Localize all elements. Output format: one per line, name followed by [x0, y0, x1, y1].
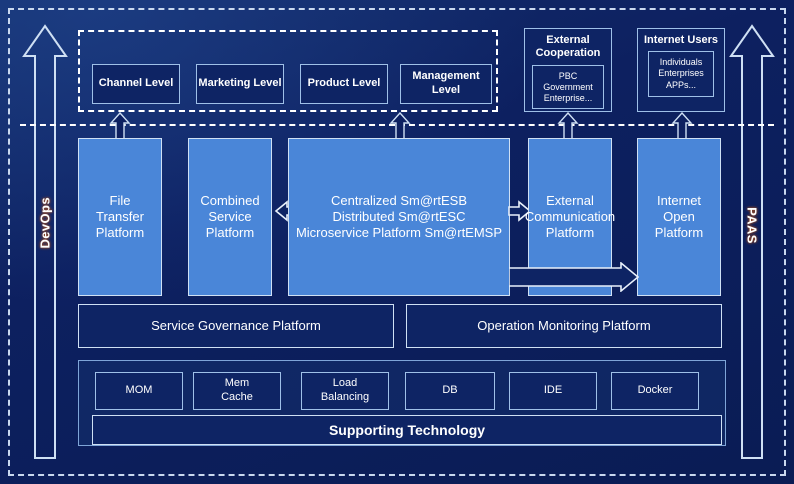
- external-cooperation-title: External Cooperation: [535, 34, 601, 60]
- right-arrow-icon: [508, 199, 532, 228]
- devops-arrow-icon: [22, 22, 68, 462]
- platform-label-line: Centralized Sm@rtESB: [330, 192, 468, 208]
- level-label: Management Level: [412, 70, 480, 96]
- tech-box-ide[interactable]: IDE: [509, 372, 597, 410]
- tech-label-line: Cache: [221, 391, 253, 403]
- tech-label: DB: [442, 384, 458, 397]
- platform-label-line: Platform: [545, 225, 595, 241]
- platform-label-line: Platform: [654, 225, 704, 241]
- platform-internet-open[interactable]: Internet Open Platform: [637, 138, 721, 296]
- platform-label-line: Microservice Platform Sm@rtEMSP: [295, 225, 503, 241]
- panel-label: Operation Monitoring Platform: [477, 317, 651, 333]
- platform-label-line: Platform: [95, 225, 145, 241]
- tech-label-line: Mem: [224, 377, 250, 390]
- panel-operation-monitoring[interactable]: Operation Monitoring Platform: [406, 304, 722, 348]
- external-cooperation-inner: PBC Government Enterprise...: [532, 65, 604, 110]
- tech-box-mem-cache[interactable]: Mem Cache: [193, 372, 281, 410]
- tech-label: Docker: [637, 384, 673, 397]
- platform-label-line: Open: [663, 208, 695, 224]
- paas-arrow-icon: [729, 22, 775, 462]
- outer-dashed-frame: [8, 8, 786, 476]
- long-right-arrow-icon: [508, 261, 640, 297]
- panel-label: Service Governance Platform: [151, 317, 321, 333]
- tech-label-line: Balancing: [320, 391, 370, 403]
- paas-label: PAAS: [744, 207, 760, 244]
- platform-label-line: Distributed Sm@rtESC: [332, 208, 466, 224]
- platform-label-line: External: [546, 192, 594, 208]
- devops-label: DevOps: [37, 196, 53, 249]
- level-box-management[interactable]: Management Level: [400, 64, 492, 104]
- tech-label: MOM: [125, 384, 153, 397]
- platform-label-line: Combined: [200, 192, 260, 208]
- internet-users-title: Internet Users: [644, 34, 718, 46]
- level-label: Product Level: [307, 77, 381, 90]
- level-box-product[interactable]: Product Level: [300, 64, 388, 104]
- level-label: Channel Level: [98, 77, 174, 90]
- external-cooperation-group[interactable]: External Cooperation PBC Government Ente…: [524, 28, 612, 112]
- platform-label-line: Communication: [524, 208, 616, 224]
- platform-label-line: Service: [208, 208, 252, 224]
- level-label: Marketing Level: [198, 77, 282, 90]
- tech-label: IDE: [543, 384, 563, 397]
- internet-users-group[interactable]: Internet Users Individuals Enterprises A…: [637, 28, 725, 112]
- level-box-marketing[interactable]: Marketing Level: [196, 64, 284, 104]
- internet-users-inner: Individuals Enterprises APPs...: [648, 51, 714, 98]
- platform-label-line: Platform: [205, 225, 255, 241]
- platform-label-line: Internet: [656, 192, 702, 208]
- tech-label-line: Load: [332, 377, 358, 390]
- tech-box-mom[interactable]: MOM: [95, 372, 183, 410]
- platform-label-line: File: [109, 192, 131, 208]
- platform-combined-service[interactable]: Combined Service Platform: [188, 138, 272, 296]
- tech-box-db[interactable]: DB: [405, 372, 495, 410]
- tech-box-docker[interactable]: Docker: [611, 372, 699, 410]
- tech-box-load-balancing[interactable]: Load Balancing: [301, 372, 389, 410]
- platform-label-line: Transfer: [96, 208, 144, 224]
- consumer-levels-group: [78, 30, 498, 112]
- level-box-channel[interactable]: Channel Level: [92, 64, 180, 104]
- platform-esb-suite[interactable]: Centralized Sm@rtESB Distributed Sm@rtES…: [288, 138, 510, 296]
- platform-file-transfer[interactable]: File Transfer Platform: [78, 138, 162, 296]
- panel-service-governance[interactable]: Service Governance Platform: [78, 304, 394, 348]
- supporting-technology-label: Supporting Technology: [328, 422, 486, 438]
- supporting-technology-banner: Supporting Technology: [92, 415, 722, 445]
